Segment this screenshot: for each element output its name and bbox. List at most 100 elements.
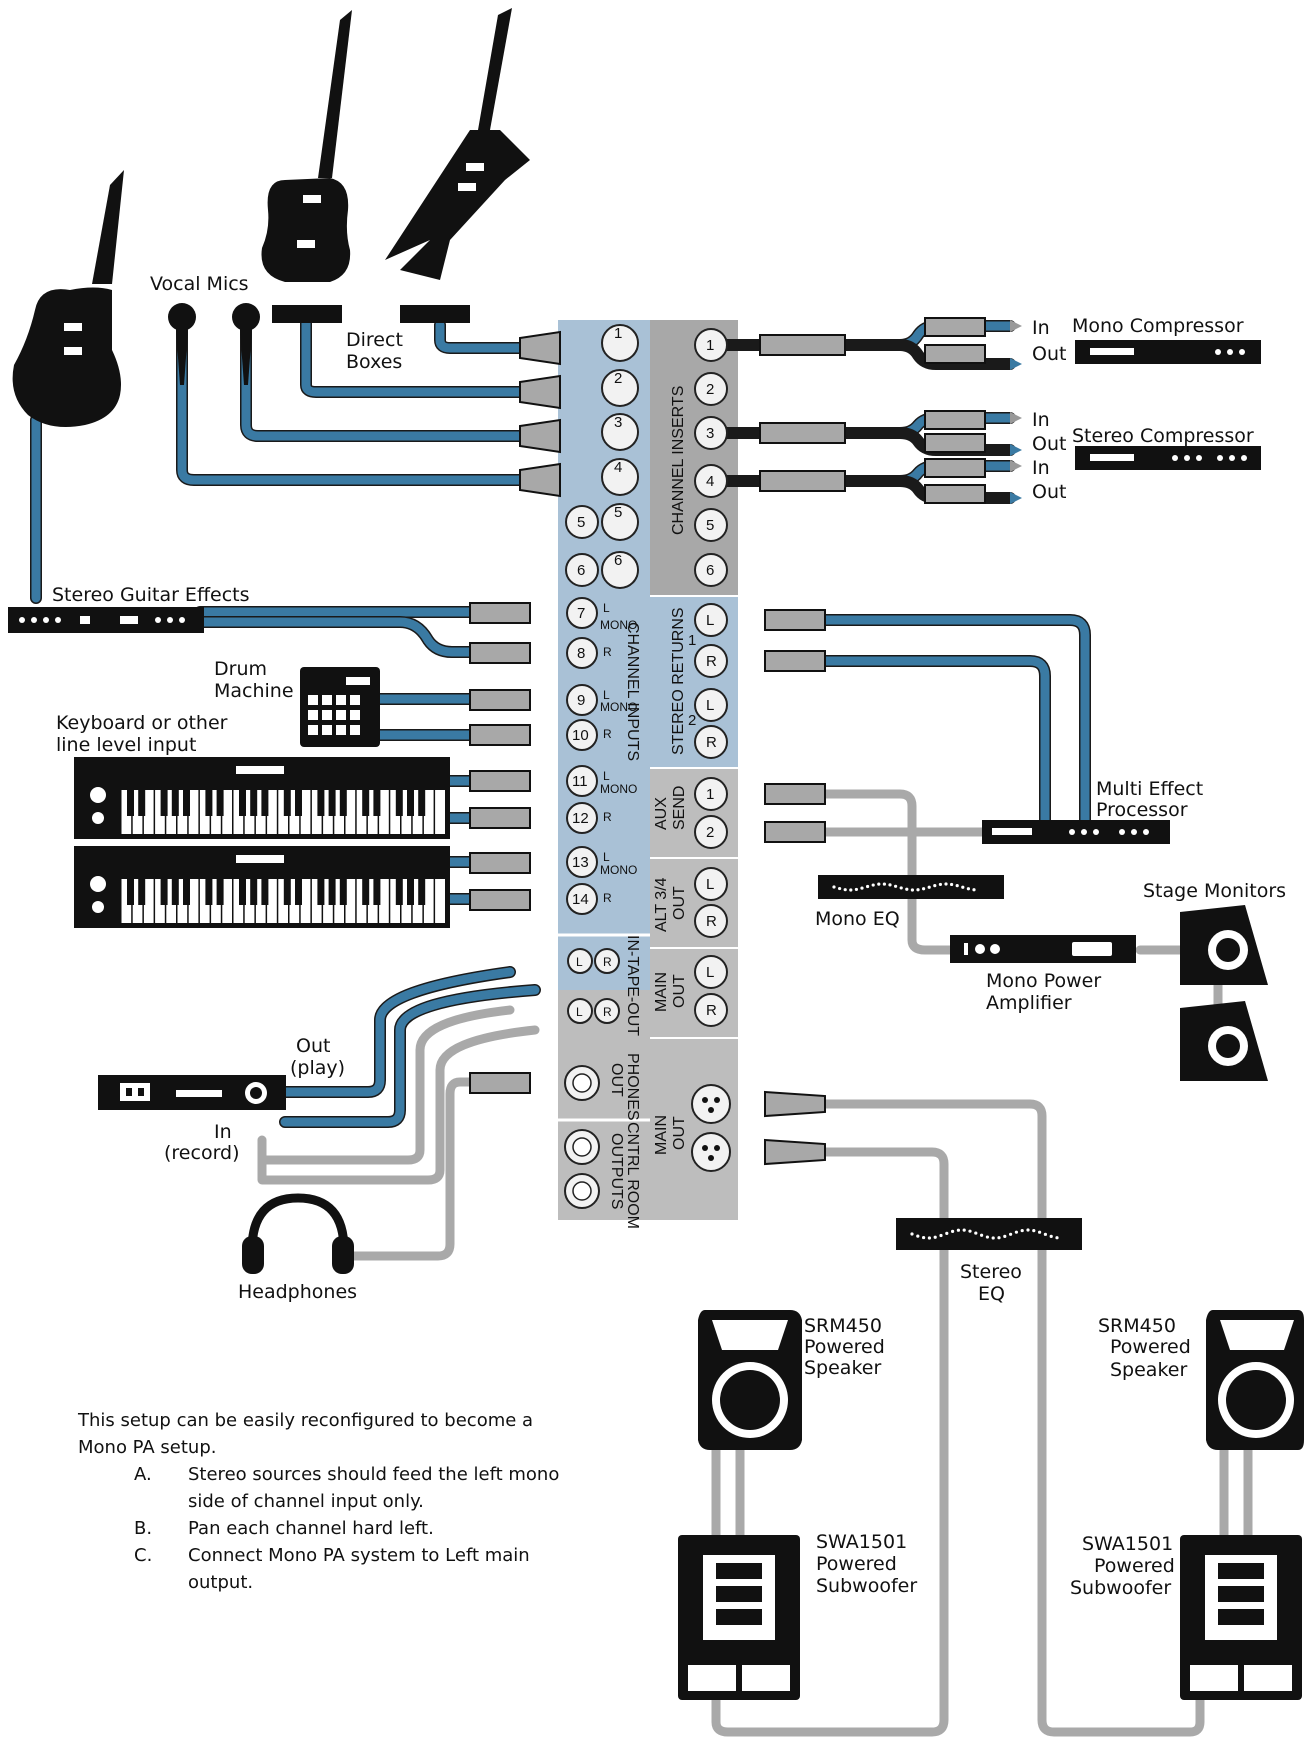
mixer-jacks: 1 2 3 4 55 66 7 8 9 10 11 12 13 14 L MON… — [564, 324, 731, 1209]
main-out-xlr-l[interactable] — [691, 1084, 731, 1124]
svg-text:13: 13 — [572, 854, 589, 871]
return-2-r[interactable]: R — [694, 725, 728, 759]
tape-in-rca[interactable]: L R — [567, 948, 620, 974]
vocal-mic-1-icon — [168, 303, 196, 385]
label-stage-monitors: Stage Monitors — [1143, 880, 1286, 902]
main-out-l[interactable]: L — [694, 955, 728, 989]
insert-jack-1[interactable]: 1 — [694, 328, 728, 362]
insert-jack-3[interactable]: 3 — [694, 416, 728, 450]
xlr-jack-6[interactable]: 66 — [565, 551, 639, 589]
label-in-record-1: In — [214, 1121, 232, 1143]
alt-out-l[interactable]: L — [694, 867, 728, 901]
label-out-1: Out — [1032, 343, 1066, 365]
aux-send-1[interactable]: 1 — [694, 777, 728, 811]
insert-plugs — [759, 317, 986, 504]
label-main-out-a-1: MAIN — [653, 972, 670, 1012]
line-jack-13[interactable]: 13 — [566, 846, 598, 878]
stereo-compressor-unit — [1075, 446, 1261, 470]
xlr-jack-4[interactable]: 4 — [601, 458, 639, 496]
svg-text:R: R — [603, 891, 612, 905]
srm450-speaker-left-icon — [698, 1310, 802, 1450]
line-jack-12[interactable]: 12 — [566, 802, 598, 834]
xlr-jack-5[interactable]: 55 — [565, 503, 639, 541]
label-in-record-2: (record) — [164, 1142, 240, 1164]
xlr-jack-1[interactable]: 1 — [601, 324, 639, 362]
svg-text:2: 2 — [706, 824, 714, 841]
svg-text:7: 7 — [577, 605, 585, 622]
insert-jack-5[interactable]: 5 — [694, 508, 728, 542]
label-mono-eq: Mono EQ — [815, 908, 900, 930]
line-jack-9[interactable]: 9 — [566, 684, 598, 716]
svg-text:6: 6 — [706, 562, 714, 579]
svg-text:MONO: MONO — [600, 700, 637, 714]
aux-send-2[interactable]: 2 — [694, 815, 728, 849]
headphones-icon — [242, 1193, 354, 1274]
xlr-jack-2[interactable]: 2 — [601, 369, 639, 407]
svg-text:1: 1 — [614, 325, 622, 342]
svg-text:R: R — [603, 645, 612, 659]
label-vocal-mics: Vocal Mics — [150, 273, 249, 295]
insert-jack-4[interactable]: 4 — [694, 464, 728, 498]
label-srm-right-3: Speaker — [1110, 1359, 1187, 1381]
label-channel-inputs: CHANNEL INPUTS — [624, 622, 641, 761]
insert-jack-2[interactable]: 2 — [694, 372, 728, 406]
line-jack-10[interactable]: 10 — [566, 719, 598, 751]
label-out-3: Out — [1032, 481, 1066, 503]
svg-text:9: 9 — [577, 692, 585, 709]
label-multi-2: Processor — [1096, 799, 1188, 821]
stage-monitor-1-icon — [1180, 905, 1268, 985]
label-phones-1: PHONES — [624, 1053, 641, 1121]
svg-text:10: 10 — [572, 727, 589, 744]
return-1-r[interactable]: R — [694, 644, 728, 678]
label-direct-2: Boxes — [346, 351, 402, 373]
svg-text:14: 14 — [572, 891, 589, 908]
line-jack-14[interactable]: 14 — [566, 883, 598, 915]
svg-text:L: L — [706, 612, 714, 629]
svg-text:L: L — [603, 769, 610, 783]
line-jack-11[interactable]: 11 — [566, 765, 598, 797]
line-jack-8[interactable]: 8 — [566, 637, 598, 669]
label-multi-1: Multi Effect — [1096, 778, 1203, 800]
alt-out-r[interactable]: R — [694, 904, 728, 938]
svg-text:L: L — [706, 964, 714, 981]
label-cntrl-1: CNTRL ROOM — [624, 1122, 641, 1229]
insert-jack-6[interactable]: 6 — [694, 553, 728, 587]
control-room-l[interactable] — [564, 1129, 600, 1165]
control-room-r[interactable] — [564, 1173, 600, 1209]
tape-deck-unit — [98, 1075, 286, 1110]
return-2-l[interactable]: L — [694, 688, 728, 722]
svg-text:1: 1 — [706, 786, 714, 803]
label-stereo-eq-1: Stereo — [960, 1261, 1022, 1283]
phones-jack[interactable] — [564, 1065, 600, 1101]
mono-eq-unit — [818, 875, 1004, 899]
multi-effect-processor-unit — [982, 820, 1170, 844]
guitar-2-icon — [261, 10, 352, 282]
label-phones-2: OUT — [608, 1063, 625, 1097]
label-stereo-eq-2: EQ — [978, 1283, 1005, 1305]
svg-text:6: 6 — [614, 552, 622, 569]
label-aux-send-2: SEND — [671, 786, 688, 830]
label-drum-2: Machine — [214, 680, 294, 702]
label-returns-1: 1 — [688, 632, 696, 649]
svg-text:5: 5 — [706, 517, 714, 534]
insert-arrows — [1010, 320, 1022, 504]
main-out-xlr-r[interactable] — [691, 1132, 731, 1172]
tape-out-rca[interactable]: L R — [567, 998, 620, 1024]
swa1501-subwoofer-right-icon — [1180, 1535, 1302, 1700]
note-item-c: C. Connect Mono PA system to Left main o… — [134, 1545, 530, 1593]
label-headphones: Headphones — [238, 1281, 357, 1303]
return-1-l[interactable]: L — [694, 603, 728, 637]
swa1501-subwoofer-left-icon — [678, 1535, 800, 1700]
line-jack-7[interactable]: 7 — [566, 597, 598, 629]
input-plugs — [469, 602, 826, 1166]
svg-text:MONO: MONO — [600, 863, 637, 877]
label-srm-left-2: Powered — [804, 1336, 885, 1358]
xlr-jack-3[interactable]: 3 — [601, 413, 639, 451]
svg-text:MONO: MONO — [600, 618, 637, 632]
svg-text:1: 1 — [706, 337, 714, 354]
svg-text:R: R — [603, 955, 612, 969]
svg-text:R: R — [603, 727, 612, 741]
stage-monitor-2-icon — [1180, 1001, 1268, 1081]
main-out-r[interactable]: R — [694, 993, 728, 1027]
label-cntrl-2: OUTPUTS — [608, 1133, 625, 1209]
